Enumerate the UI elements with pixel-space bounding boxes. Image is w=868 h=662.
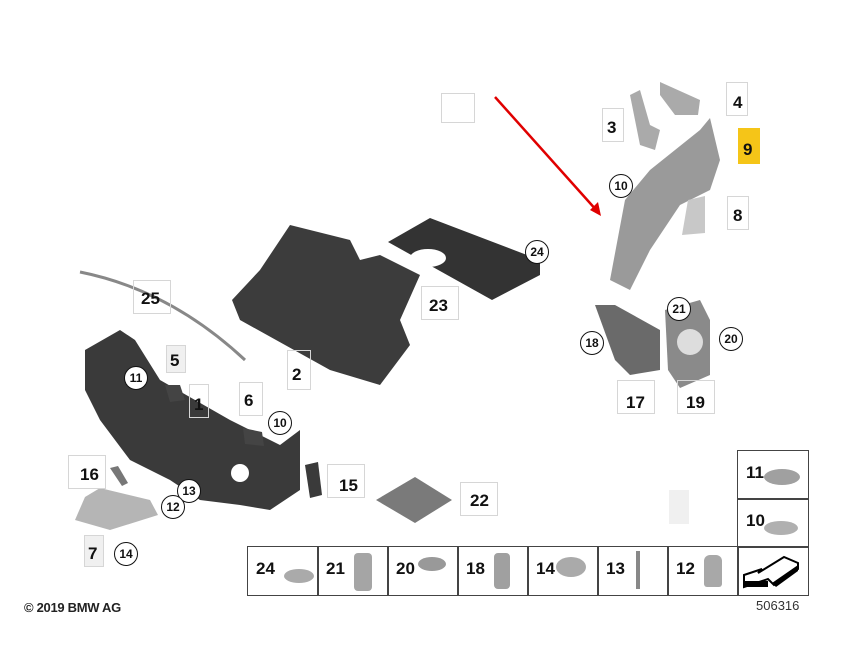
fastener-num-14: 14 xyxy=(536,559,555,578)
callout-4[interactable]: 4 xyxy=(733,93,743,112)
fastener-cell-12[interactable]: 12 xyxy=(667,546,739,596)
fastener-num-13: 13 xyxy=(606,559,625,578)
callout-box-4 xyxy=(726,82,748,116)
blank-gray-box xyxy=(669,490,689,524)
part-3-bracket xyxy=(630,90,660,150)
fastener-cell-14[interactable]: 14 xyxy=(527,546,599,596)
callout-1[interactable]: 1 xyxy=(194,395,204,414)
callout-8[interactable]: 8 xyxy=(733,206,743,225)
part-25-seal-strip xyxy=(79,270,247,362)
callout-box-16 xyxy=(68,455,106,489)
callout-10-circle[interactable]: 10 xyxy=(268,411,292,435)
fastener-cell-20[interactable]: 20 xyxy=(387,546,459,596)
callout-box-23 xyxy=(421,286,459,320)
part-17-panel xyxy=(595,305,660,375)
callout-2[interactable]: 2 xyxy=(292,365,302,384)
part-9-side-panel xyxy=(610,118,720,290)
fastener-cell-18[interactable]: 18 xyxy=(457,546,529,596)
callout-10-circle-right[interactable]: 10 xyxy=(609,174,633,198)
part-5-pad xyxy=(165,385,185,402)
callout-16[interactable]: 16 xyxy=(80,465,99,484)
callout-box-5 xyxy=(166,345,186,373)
callout-22[interactable]: 22 xyxy=(470,491,489,510)
copyright-text: © 2019 BMW AG xyxy=(24,600,121,615)
callout-5[interactable]: 5 xyxy=(170,351,180,370)
front-direction-arrow-icon xyxy=(743,555,799,589)
callout-17[interactable]: 17 xyxy=(626,393,645,412)
callout-box-17 xyxy=(617,380,655,414)
callout-25[interactable]: 25 xyxy=(141,289,160,308)
callout-3[interactable]: 3 xyxy=(607,118,617,137)
callout-box-3 xyxy=(602,108,624,142)
hex-flange-nut-icon xyxy=(764,469,800,485)
callout-11-circle[interactable]: 11 xyxy=(124,366,148,390)
fastener-num-11: 11 xyxy=(746,463,764,482)
fastener-num-21: 21 xyxy=(326,559,345,578)
callout-box-8 xyxy=(727,196,749,230)
part-7-plate xyxy=(75,488,158,530)
fastener-cell-10[interactable]: 10 xyxy=(737,498,809,548)
callout-box-22 xyxy=(460,482,498,516)
fastener-num-18: 18 xyxy=(466,559,485,578)
callout-12-circle[interactable]: 12 xyxy=(161,495,185,519)
direction-cell xyxy=(737,546,809,596)
callout-6[interactable]: 6 xyxy=(244,391,254,410)
star-washer-icon xyxy=(284,569,314,583)
empty-label-box xyxy=(441,93,475,123)
callout-20-circle[interactable]: 20 xyxy=(719,327,743,351)
speed-nut-icon xyxy=(764,521,798,535)
flanged-screw-icon xyxy=(418,557,446,571)
part-4-bracket xyxy=(660,82,700,115)
clip-cap-icon xyxy=(556,557,586,577)
part-16-clip xyxy=(110,466,128,486)
part-8-insert xyxy=(682,196,705,235)
callout-14-circle[interactable]: 14 xyxy=(114,542,138,566)
part-23-panel xyxy=(388,218,540,300)
fastener-cell-24[interactable]: 24 xyxy=(247,546,319,596)
callout-7[interactable]: 7 xyxy=(88,544,98,563)
callout-box-7 xyxy=(84,535,104,567)
rivet-nut-icon xyxy=(494,553,510,589)
fastener-cell-11[interactable]: 11 xyxy=(737,450,809,500)
callout-box-1 xyxy=(189,384,209,418)
callout-23[interactable]: 23 xyxy=(429,296,448,315)
part-15-block xyxy=(305,462,322,498)
part-6-pad xyxy=(243,428,264,446)
callout-18-circle[interactable]: 18 xyxy=(580,331,604,355)
callout-15[interactable]: 15 xyxy=(339,476,358,495)
callout-19[interactable]: 19 xyxy=(686,393,705,412)
part-2-floor-panel xyxy=(232,225,420,385)
fastener-num-20: 20 xyxy=(396,559,415,578)
callout-24-circle[interactable]: 24 xyxy=(525,240,549,264)
fastener-cell-13[interactable]: 13 xyxy=(597,546,669,596)
fastener-num-12: 12 xyxy=(676,559,695,578)
document-number: 506316 xyxy=(756,598,800,613)
callout-box-6 xyxy=(239,382,263,416)
callout-9-highlight xyxy=(738,128,760,164)
callout-box-25 xyxy=(133,280,171,314)
fastener-cell-21[interactable]: 21 xyxy=(317,546,389,596)
expanding-nut-icon xyxy=(354,553,372,591)
callout-box-15 xyxy=(327,464,365,498)
fastener-num-10: 10 xyxy=(746,511,765,530)
callout-9[interactable]: 9 xyxy=(743,140,753,159)
fastener-num-24: 24 xyxy=(256,559,275,578)
callout-box-2 xyxy=(287,350,311,390)
callout-21-circle[interactable]: 21 xyxy=(667,297,691,321)
plastic-nut-icon xyxy=(704,555,722,587)
stud-bolt-icon xyxy=(636,551,640,589)
callout-box-19 xyxy=(677,380,715,414)
red-pointer-arrow xyxy=(494,96,599,213)
part-22-mat xyxy=(376,477,452,523)
